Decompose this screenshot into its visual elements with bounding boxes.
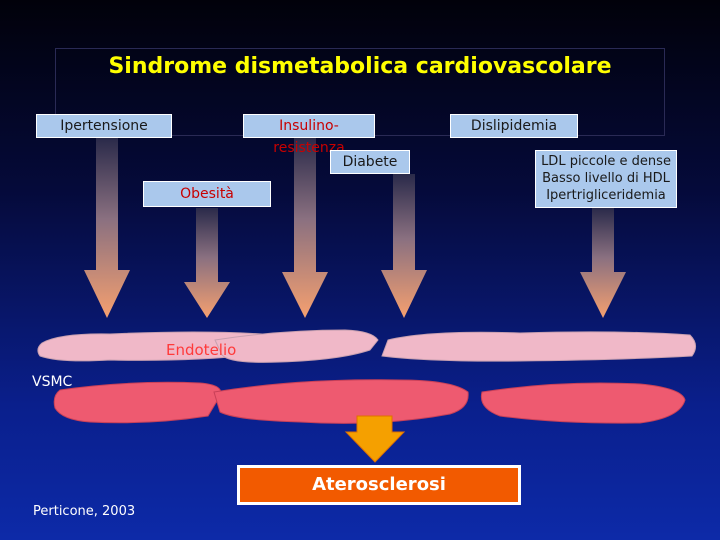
ipertensione-box: Ipertensione	[36, 114, 172, 138]
aterosclerosi-box: Aterosclerosi	[237, 465, 521, 505]
arrow-obesita	[184, 208, 230, 318]
ldl-box: LDL piccole e dense Basso livello di HDL…	[535, 150, 677, 208]
arrow-dislipidemia	[580, 208, 626, 318]
arrow-diabete	[381, 174, 427, 318]
vsmc-segment-3	[480, 382, 686, 424]
ldl-line-3: Ipertrigliceridemia	[546, 188, 666, 203]
dislipidemia-box: Dislipidemia	[450, 114, 578, 138]
ldl-line-2: Basso livello di HDL	[542, 171, 670, 186]
outcome-arrow	[344, 415, 406, 463]
insulino-resistenza-box: Insulino-resistenza	[243, 114, 375, 156]
diabete-box: Diabete	[330, 150, 410, 174]
endothelium-segment-2	[214, 329, 379, 363]
vsmc-segment-1	[53, 381, 222, 424]
endotelio-label: Endotelio	[166, 341, 237, 359]
citation: Perticone, 2003	[33, 504, 136, 519]
vsmc-label: VSMC	[32, 374, 73, 390]
vsmc-segment-2	[213, 379, 469, 424]
arrow-ipertensione	[84, 138, 130, 318]
arrow-insulino	[282, 138, 328, 318]
endothelium-segment-3	[381, 331, 696, 362]
page-title: Sindrome dismetabolica cardiovascolare	[108, 54, 612, 79]
ldl-line-1: LDL piccole e dense	[541, 154, 671, 169]
obesita-box: Obesità	[143, 181, 271, 207]
